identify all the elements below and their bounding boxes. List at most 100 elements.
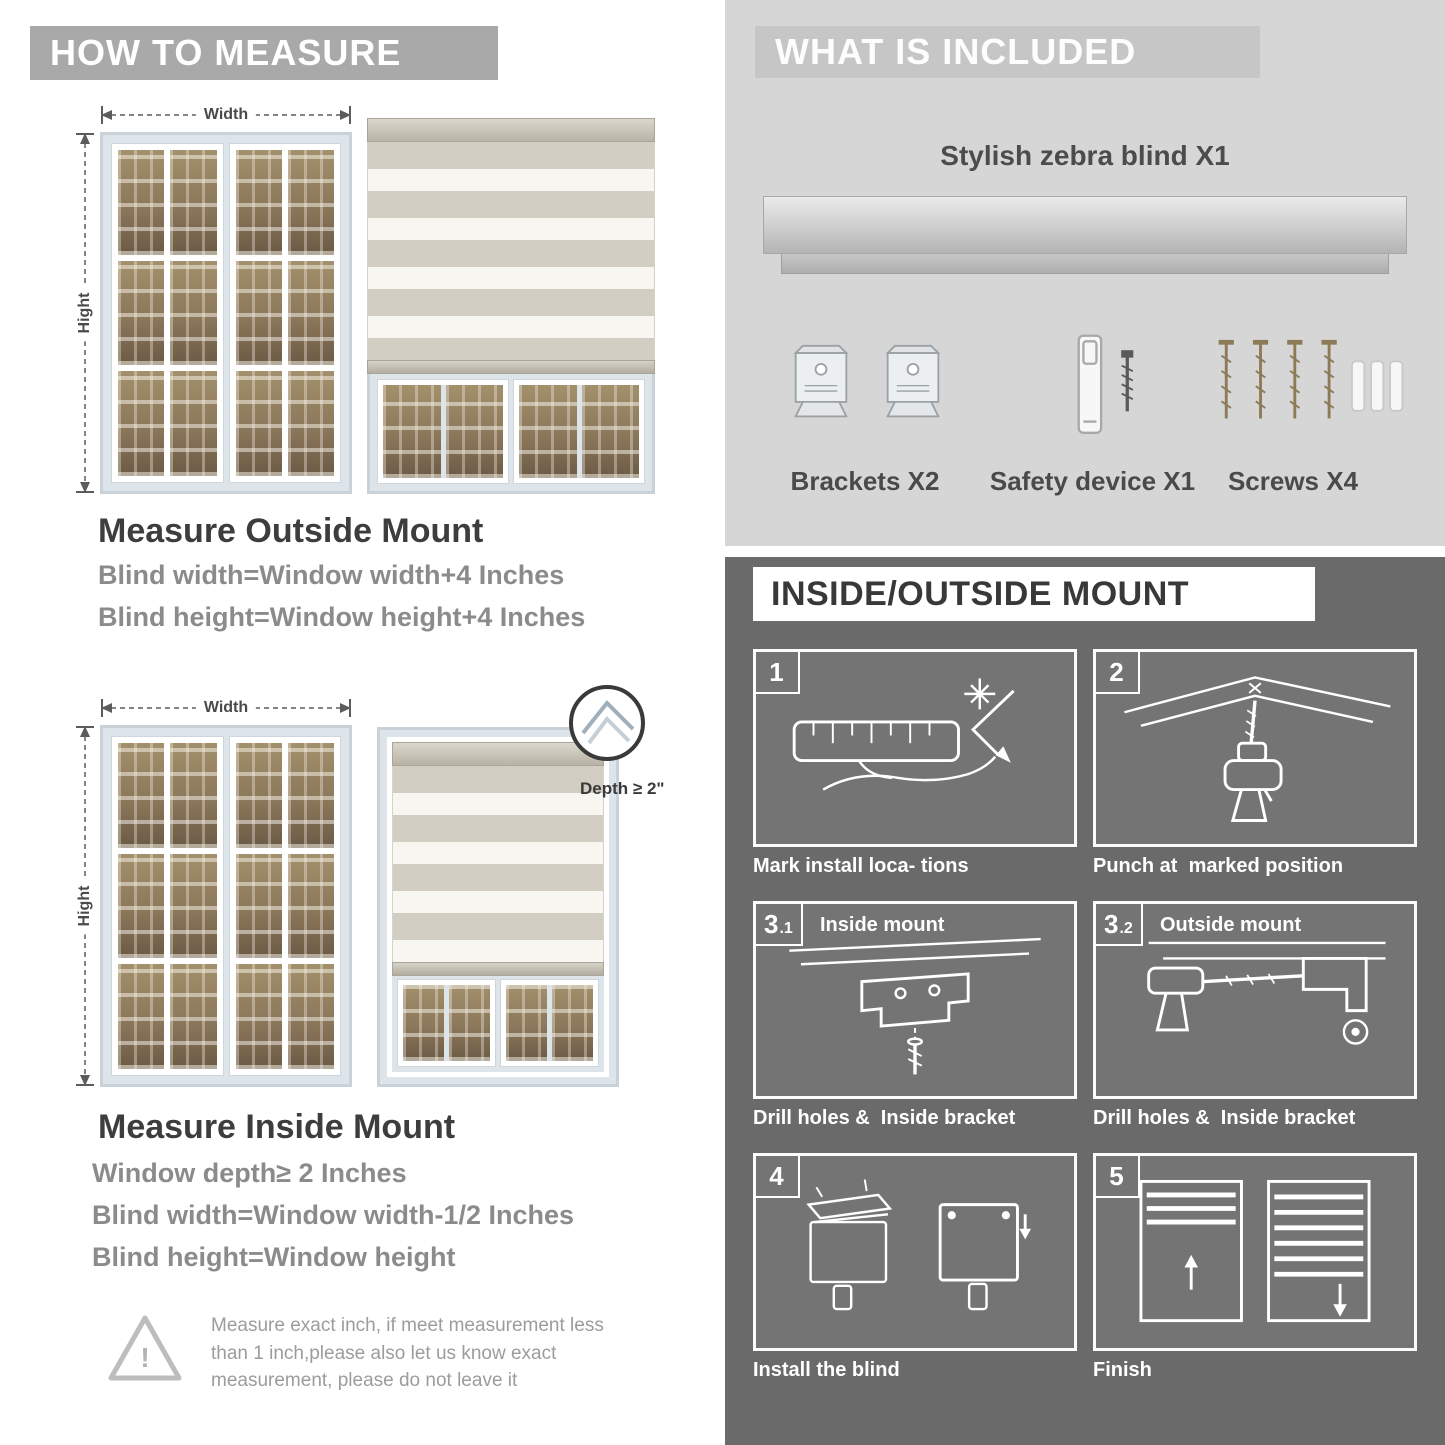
inside-bracket-illustration [756, 904, 1074, 1096]
drill-ceiling-illustration [1096, 652, 1414, 844]
window-pane [287, 260, 334, 366]
window-pane [170, 150, 217, 255]
window-sash [377, 379, 509, 484]
step-number: 3.1 [756, 904, 803, 946]
how-to-measure-section: HOW TO MEASURE Width [0, 0, 712, 1445]
height-arrow: Hight [76, 132, 94, 494]
inside-mount-rule-width: Blind width=Window width-1/2 Inches [92, 1200, 575, 1230]
inside-mount-rule-height: Blind height=Window height [92, 1242, 456, 1272]
outside-mount-rule-height: Blind height=Window height+4 Inches [98, 602, 586, 632]
mount-instructions-section: INSIDE/OUTSIDE MOUNT [725, 557, 1445, 1445]
inside-mount-figure: Width Hight [72, 685, 664, 1095]
window-pane [170, 853, 217, 959]
window-pane [118, 260, 165, 366]
bracket-icon [793, 344, 849, 418]
width-arrow-line [101, 106, 351, 124]
height-arrow: Hight [76, 725, 94, 1087]
inside-mount-title: Measure Inside Mount [98, 1108, 456, 1146]
step-number: 3.2 [1096, 904, 1143, 946]
window-below-blind [392, 976, 604, 1072]
window-sash [111, 736, 224, 1076]
brackets-illustration [783, 336, 951, 428]
step-panel-5: 5 [1093, 1153, 1417, 1351]
finish-illustration [1096, 1156, 1414, 1348]
window-sash [111, 143, 224, 483]
window-pane [118, 150, 165, 255]
blind-cassette-illustration [763, 196, 1407, 254]
outside-mount-rule-width: Blind width=Window width+4 Inches [98, 560, 565, 590]
width-label: Width [195, 106, 257, 124]
step-number-main: 4 [769, 1160, 784, 1191]
step-panel-4: 4 [753, 1153, 1077, 1351]
window-pane [235, 743, 282, 848]
bracket-drill-icon [1147, 941, 1386, 1045]
width-arrow-line [101, 699, 351, 717]
install-blind-illustration [756, 1156, 1074, 1348]
what-is-included-header: WHAT IS INCLUDED [755, 26, 1260, 78]
zebra-blind-outside-illustration [367, 118, 655, 494]
outside-mount-figure: Width Hight [72, 102, 662, 502]
step-panel-1: 1 [753, 649, 1077, 847]
finished-blinds-icon [1139, 1179, 1371, 1323]
warning-exclamation: ! [140, 1342, 150, 1373]
drill-icon [1124, 676, 1391, 822]
step-number-main: 2 [1109, 656, 1124, 687]
safety-device-illustration [1047, 330, 1159, 451]
screws-icon [1218, 339, 1404, 419]
window-pane [170, 371, 217, 476]
window-illustration [100, 132, 352, 494]
safety-device-icon [1077, 334, 1134, 434]
window-pane [383, 385, 441, 478]
warning-triangle-outline [108, 1315, 182, 1381]
window-illustration [100, 725, 352, 1087]
bracket-screw-icon [789, 937, 1041, 1075]
safety-device-label: Safety device X1 [989, 466, 1196, 496]
brackets-label: Brackets X2 [790, 466, 940, 496]
window-pane [235, 371, 282, 476]
mark-location-illustration [756, 652, 1074, 844]
right-column: WHAT IS INCLUDED Stylish zebra blind X1 [725, 0, 1445, 1445]
window-pane [287, 964, 334, 1069]
window-sash [228, 143, 341, 483]
window-pane [519, 385, 577, 478]
height-arrow-line [76, 133, 94, 493]
step-caption-3-2: Drill holes & Inside bracket [1093, 1107, 1356, 1129]
what-is-included-section: WHAT IS INCLUDED Stylish zebra blind X1 [725, 0, 1445, 546]
step-number-main: 5 [1109, 1160, 1124, 1191]
corner-zoom-icon [581, 700, 635, 745]
blind-cassette [392, 742, 604, 766]
measurement-warning: ! Measure exact inch, if meet measuremen… [105, 1312, 650, 1395]
window-pane [506, 985, 547, 1061]
how-to-measure-header: HOW TO MEASURE [30, 26, 498, 80]
install-cassette-icon [806, 1179, 1031, 1311]
bracket-icon [885, 344, 941, 418]
window-pane [118, 371, 165, 476]
step-number-main: 3 [1104, 908, 1119, 939]
outside-mount-label: Outside mount [1160, 914, 1302, 936]
blind-bottom-rail [392, 962, 604, 976]
window-pane [449, 985, 490, 1061]
step-caption-2: Punch at marked position [1093, 855, 1344, 877]
window-pane [287, 743, 334, 848]
window-pane [552, 985, 593, 1061]
included-items-illustrations [725, 326, 1445, 458]
warning-text: Measure exact inch, if meet measurement … [211, 1315, 604, 1392]
inside-mount-label: Inside mount [820, 914, 945, 936]
outside-mount-title: Measure Outside Mount [98, 512, 484, 550]
screws-label: Screws X4 [1227, 466, 1359, 496]
window-pane [118, 743, 165, 848]
depth-callout-circle [569, 685, 645, 761]
width-arrow: Width [100, 106, 352, 124]
zebra-blind-inside-illustration [377, 727, 619, 1087]
step-number: 5 [1096, 1156, 1140, 1198]
step-number-sub: .2 [1119, 920, 1133, 937]
window-sash [500, 979, 599, 1067]
mount-header: INSIDE/OUTSIDE MOUNT [753, 567, 1315, 621]
window-pane [235, 853, 282, 959]
blind-cassette [367, 118, 655, 142]
window-pane [170, 964, 217, 1069]
window-pane [581, 385, 639, 478]
step-panel-3-1: 3.1 Inside mount [753, 901, 1077, 1099]
step-number-main: 3 [764, 908, 779, 939]
